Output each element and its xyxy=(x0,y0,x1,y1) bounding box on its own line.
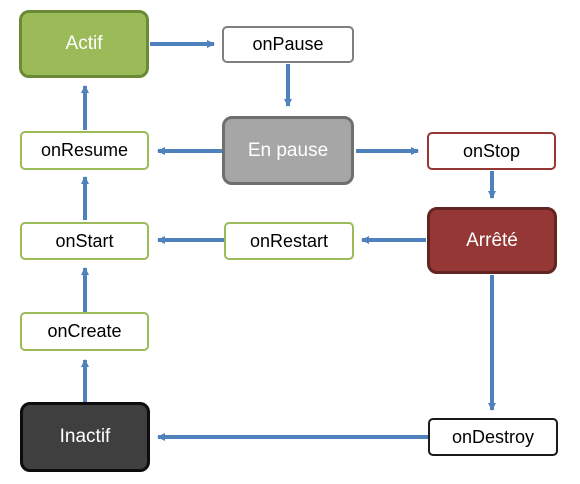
callback-onpause: onPause xyxy=(222,26,354,63)
state-en-pause: En pause xyxy=(222,116,354,185)
callback-onstart: onStart xyxy=(20,222,149,260)
state-inactif: Inactif xyxy=(20,402,150,472)
callback-ondestroy: onDestroy xyxy=(428,418,558,456)
state-arrete: Arrêté xyxy=(427,207,557,274)
callback-onrestart: onRestart xyxy=(224,222,354,260)
callback-onresume: onResume xyxy=(20,131,149,170)
state-actif: Actif xyxy=(19,10,149,78)
callback-onstop: onStop xyxy=(427,132,556,170)
callback-oncreate: onCreate xyxy=(20,312,149,351)
